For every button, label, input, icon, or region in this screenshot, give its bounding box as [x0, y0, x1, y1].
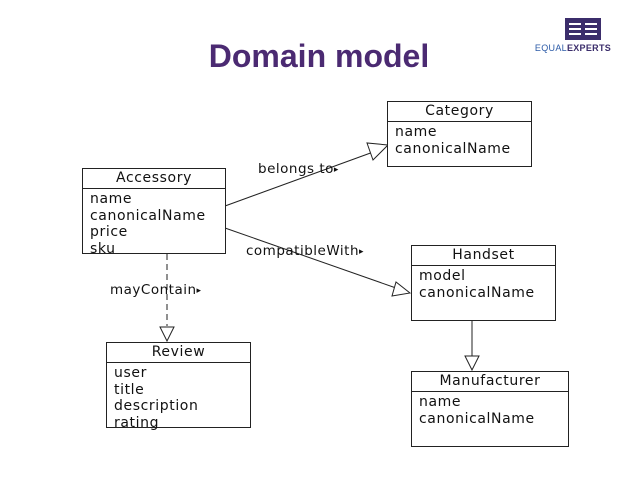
class-attribute: name — [90, 191, 133, 207]
class-attribute: price — [90, 224, 128, 240]
class-attribute: canonicalName — [419, 284, 535, 301]
class-review: Review user title description rating — [106, 342, 251, 431]
direction-arrow-icon: ▸ — [359, 247, 365, 257]
class-category: Category name canonicalName — [387, 101, 532, 167]
class-manufacturer: Manufacturer name canonicalName — [411, 371, 569, 447]
logo-text: EQUALEXPERTS — [534, 43, 612, 53]
class-accessory: Accessory name canonicalName price sku — [82, 168, 226, 257]
class-attribute: name — [419, 394, 462, 410]
class-attribute: name — [395, 124, 438, 140]
handset-manufacturer-arrow-icon — [464, 355, 480, 372]
class-handset: Handset model canonicalName — [411, 245, 556, 321]
class-name: Manufacturer — [412, 372, 568, 392]
class-attribute: model — [419, 268, 466, 284]
page-title: Domain model — [208, 38, 430, 74]
direction-arrow-icon: ▸ — [333, 165, 339, 175]
class-attribute: user — [114, 365, 147, 381]
class-name: Handset — [412, 246, 555, 266]
class-attribute: title — [114, 381, 145, 398]
class-name: Review — [107, 343, 250, 363]
belongs-to-line — [224, 150, 377, 207]
belongs-to-arrow-icon — [366, 142, 390, 161]
class-attribute: sku — [90, 240, 116, 257]
belongs-to-label: belongs to▸ — [258, 161, 339, 177]
class-name: Accessory — [83, 169, 225, 189]
may-contain-arrow-icon — [159, 326, 175, 343]
compatible-with-label: compatibleWith▸ — [246, 243, 365, 259]
compatible-with-arrow-icon — [391, 281, 412, 297]
class-attribute: canonicalName — [419, 410, 535, 427]
class-attribute: description — [114, 398, 199, 414]
may-contain-label: mayContain▸ — [110, 282, 202, 298]
logo-mark-icon — [565, 18, 601, 40]
direction-arrow-icon: ▸ — [196, 286, 202, 296]
equal-experts-logo: EQUALEXPERTS — [521, 18, 625, 60]
compatible-with-line — [224, 227, 397, 289]
class-name: Category — [388, 102, 531, 122]
class-attribute: canonicalName — [395, 140, 511, 157]
class-attribute: rating — [114, 414, 160, 431]
class-attribute: canonicalName — [90, 207, 206, 224]
